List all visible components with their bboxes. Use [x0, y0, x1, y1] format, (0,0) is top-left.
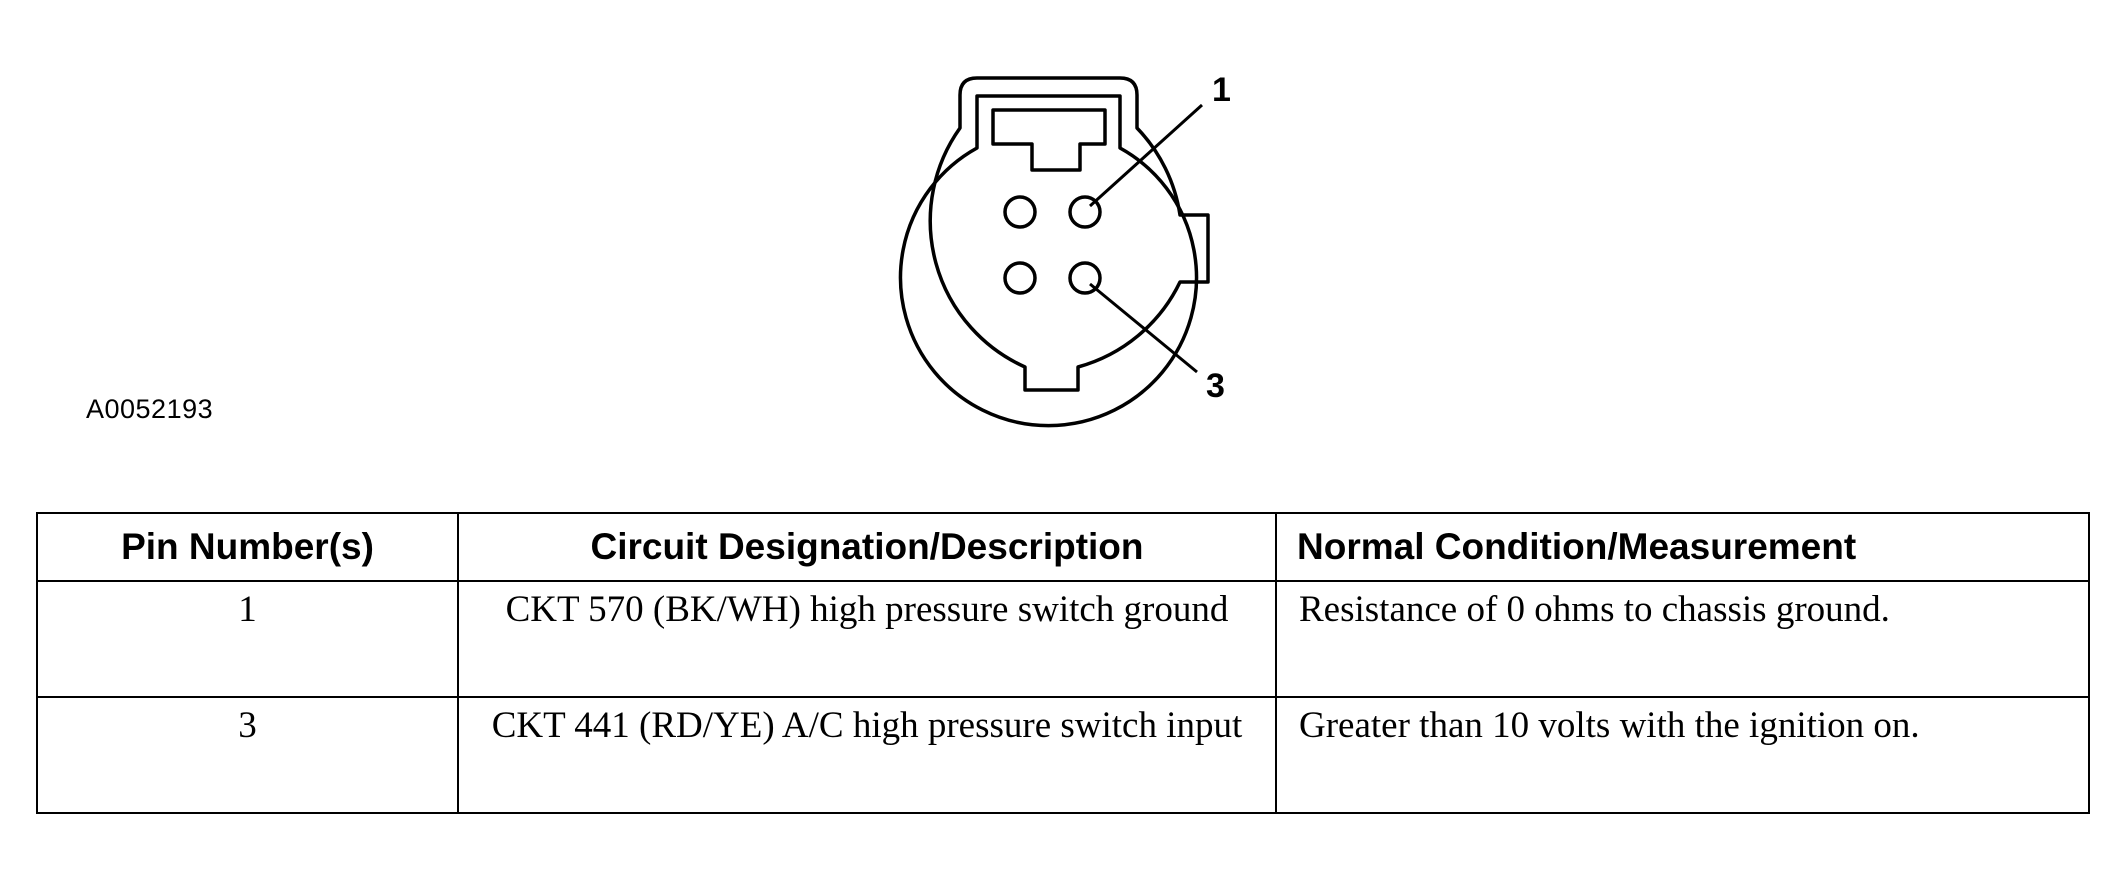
connector-locking-tab	[991, 108, 1107, 172]
cell-circuit: CKT 570 (BK/WH) high pressure switch gro…	[457, 580, 1277, 698]
header-circuit: Circuit Designation/Description	[457, 512, 1277, 582]
cell-measurement: Greater than 10 volts with the ignition …	[1275, 696, 2090, 814]
callout-leader-3	[1089, 282, 1198, 374]
connector-inner-housing	[898, 94, 1199, 428]
callout-label-1: 1	[1212, 71, 1231, 109]
pin-cavity	[1003, 261, 1037, 295]
connector-diagram: 1 3	[898, 71, 1231, 428]
cell-circuit: CKT 441 (RD/YE) A/C high pressure switch…	[457, 696, 1277, 814]
header-measurement: Normal Condition/Measurement	[1275, 512, 2090, 582]
pinout-table: Pin Number(s) Circuit Designation/Descri…	[36, 512, 2090, 814]
table-row: 1 CKT 570 (BK/WH) high pressure switch g…	[36, 580, 2090, 698]
cell-pin: 3	[36, 696, 459, 814]
pin-cavity	[1003, 195, 1037, 229]
cell-pin: 1	[36, 580, 459, 698]
table-row: 3 CKT 441 (RD/YE) A/C high pressure swit…	[36, 696, 2090, 814]
header-pin-number: Pin Number(s)	[36, 512, 459, 582]
callout-label-3: 3	[1206, 367, 1225, 405]
pin-cavity-3	[1068, 261, 1102, 295]
table-header-row: Pin Number(s) Circuit Designation/Descri…	[36, 512, 2090, 582]
callout-leader-1	[1088, 103, 1204, 208]
cell-measurement: Resistance of 0 ohms to chassis ground.	[1275, 580, 2090, 698]
figure-id: A0052193	[86, 394, 214, 424]
connector-outer-housing	[928, 76, 1210, 392]
pin-cavity-1	[1068, 195, 1102, 229]
